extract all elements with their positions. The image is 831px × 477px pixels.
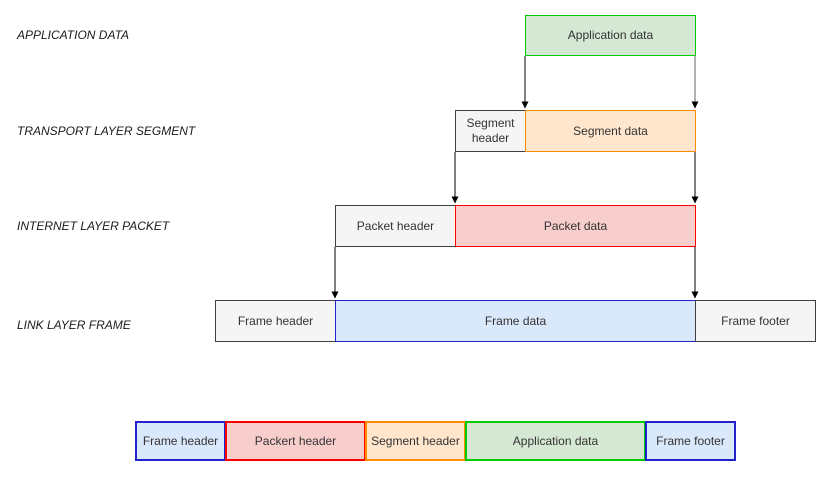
composite-segment-header-box: Segment header [365, 421, 466, 461]
row-label-internet-packet: INTERNET LAYER PACKET [17, 219, 170, 233]
composite-frame-header-box: Frame header [135, 421, 226, 461]
segment-header-box: Segment header [455, 110, 526, 152]
composite-packet-header-box: Packert header [225, 421, 366, 461]
composite-application-data-box: Application data [465, 421, 646, 461]
application-data-box: Application data [525, 15, 696, 56]
frame-header-box: Frame header [215, 300, 336, 342]
composite-frame-footer-box: Frame footer [645, 421, 736, 461]
packet-header-box: Packet header [335, 205, 456, 247]
frame-footer-box: Frame footer [695, 300, 816, 342]
packet-data-box: Packet data [455, 205, 696, 247]
row-label-transport-segment: TRANSPORT LAYER SEGMENT [17, 124, 196, 138]
row-label-application-data: APPLICATION DATA [17, 28, 130, 42]
segment-data-box: Segment data [525, 110, 696, 152]
row-label-link-frame: LINK LAYER FRAME [17, 318, 131, 332]
frame-data-box: Frame data [335, 300, 696, 342]
